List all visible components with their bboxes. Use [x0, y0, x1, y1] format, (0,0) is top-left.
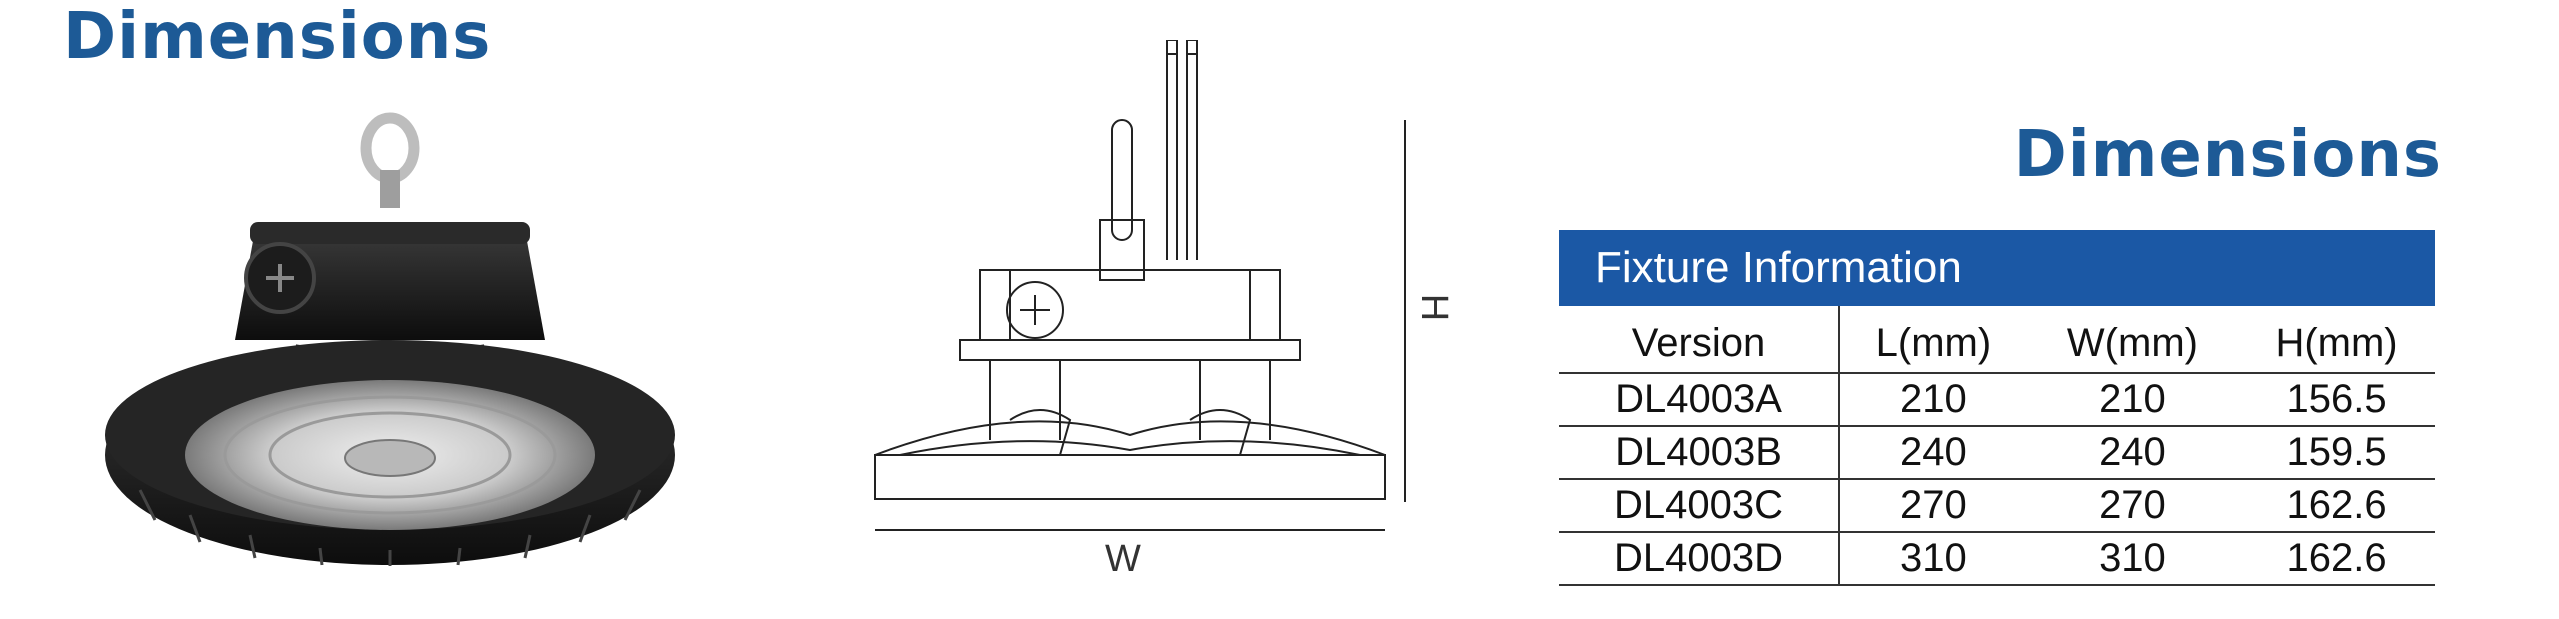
version-cell: DL4003B [1559, 426, 1840, 479]
length-cell: 210 [1900, 377, 1967, 421]
version-cell: DL4003A [1559, 373, 1840, 426]
width-label: W [1105, 538, 1141, 580]
fixture-table: Fixture Information Version L(mm) W(mm) … [1559, 230, 2435, 586]
width-cell: 310 [2099, 536, 2166, 580]
height-cell: 156.5 [2286, 377, 2387, 421]
product-photo [105, 112, 675, 566]
column-header: W(mm) [2066, 320, 2198, 365]
length-cell: 270 [1900, 483, 1967, 527]
dimension-drawing [874, 40, 1406, 531]
height-cell: 162.6 [2286, 483, 2387, 527]
table-header-row: Version L(mm) W(mm) H(mm) [1559, 306, 2435, 373]
length-cell: 310 [1900, 536, 1967, 580]
version-cell: DL4003C [1559, 479, 1840, 532]
height-cell: 162.6 [2286, 536, 2387, 580]
table-row: DL4003A 210 210 156.5 [1559, 373, 2435, 426]
version-cell: DL4003D [1559, 532, 1840, 585]
width-cell: 240 [2099, 430, 2166, 474]
table-row: DL4003C 270 270 162.6 [1559, 479, 2435, 532]
height-label: H [1413, 293, 1456, 322]
table-row: DL4003B 240 240 159.5 [1559, 426, 2435, 479]
section-title: Dimensions [2013, 118, 2442, 192]
column-header: L(mm) [1875, 320, 1992, 365]
width-cell: 210 [2099, 377, 2166, 421]
table-title: Fixture Information [1559, 230, 2435, 306]
page-title: Dimensions [63, 0, 492, 74]
height-cell: 159.5 [2286, 430, 2387, 474]
column-header: Version [1559, 306, 1840, 373]
length-cell: 240 [1900, 430, 1967, 474]
table-row: DL4003D 310 310 162.6 [1559, 532, 2435, 585]
column-header: H(mm) [2275, 320, 2398, 365]
width-cell: 270 [2099, 483, 2166, 527]
